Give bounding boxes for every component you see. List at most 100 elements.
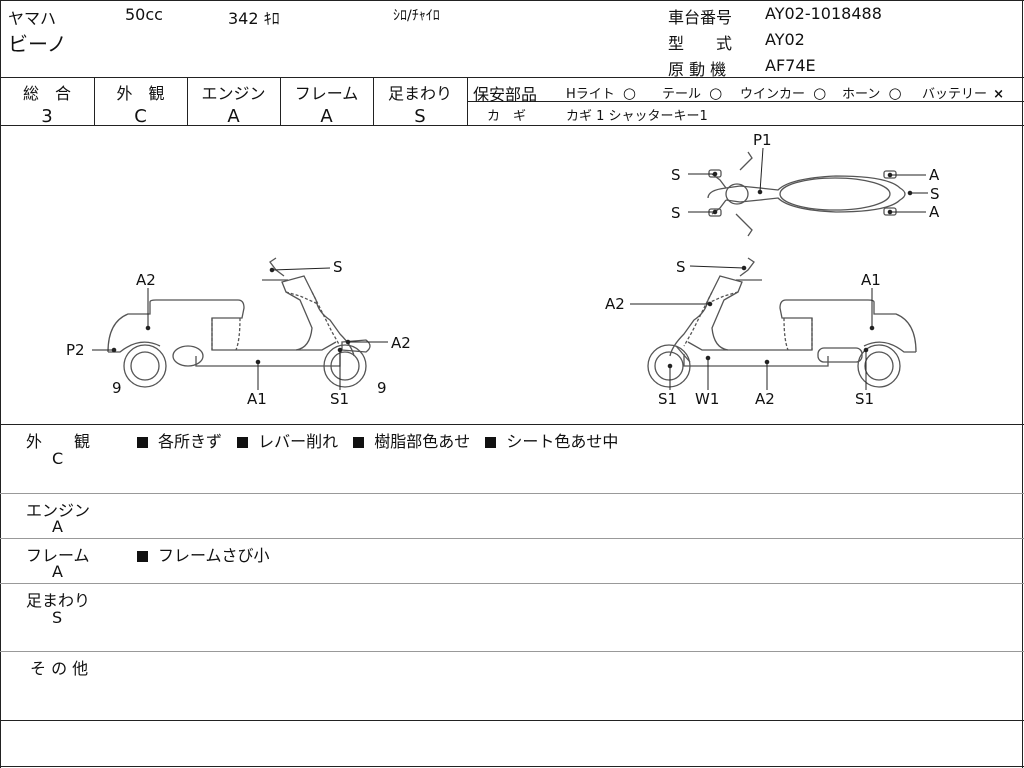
remark-label: フレーム: [26, 546, 90, 565]
diagram-label: A1: [247, 390, 267, 408]
grade-overall: 総 合 3: [0, 80, 94, 127]
bullet-icon: [137, 551, 148, 562]
divider: [373, 77, 374, 125]
remark-item: フレームさび小: [158, 546, 270, 565]
type-value: AY02: [765, 30, 805, 49]
remark-item: レバー削れ: [258, 432, 339, 451]
diagram-label: 9: [112, 379, 122, 397]
grade-value: A: [320, 106, 333, 127]
border-right: [1022, 0, 1023, 768]
diagram-label: S: [671, 166, 681, 184]
grade-engine: エンジン A: [187, 80, 280, 127]
scooter-diagram: A2 S P2 A2 9 A1 S1 9 S A1 A2 S1 W1 A2 S1…: [66, 131, 940, 408]
safety-item: Hライト ○: [566, 83, 636, 102]
remark-item: 樹脂部色あせ: [374, 432, 471, 451]
divider: [0, 424, 1024, 425]
remark-grade: A: [52, 517, 63, 536]
border-bottom: [0, 766, 1024, 767]
grade-label: フレーム: [294, 84, 359, 103]
diagram-label: A: [929, 203, 940, 221]
border-top: [0, 0, 1024, 1]
remark-label: 外 観: [26, 432, 91, 451]
divider: [280, 77, 281, 125]
grade-label: エンジン: [201, 84, 266, 103]
maker: ヤマハ: [8, 9, 57, 28]
diagram-label: S: [333, 258, 343, 276]
remark-items: フレームさび小: [137, 542, 270, 566]
safety-item-name: Hライト: [566, 87, 615, 102]
diagram-label: S1: [658, 390, 677, 408]
bullet-icon: [485, 437, 497, 448]
key-value: カギ 1 シャッターキー1: [566, 109, 708, 124]
safety-item-name: ウインカー: [740, 87, 806, 102]
engine-label: 原 動 機: [668, 60, 727, 79]
remark-item: 各所きず: [158, 432, 223, 451]
divider: [0, 720, 1024, 721]
grade-frame: フレーム A: [280, 80, 373, 127]
divider: [0, 538, 1024, 539]
diagram-label: S1: [855, 390, 874, 408]
mileage: 342 ｷﾛ: [228, 9, 280, 28]
divider: [94, 77, 95, 125]
status-mark: ○: [622, 84, 637, 102]
divider: [0, 583, 1024, 584]
grade-label: 外 観: [116, 84, 165, 103]
divider: [467, 101, 1024, 102]
grade-value: A: [227, 106, 240, 127]
grade-value: S: [414, 106, 426, 127]
remark-grade: A: [52, 562, 63, 581]
divider: [0, 651, 1024, 652]
grade-suspension: 足まわり S: [373, 80, 467, 127]
divider: [467, 77, 468, 125]
grade-value: C: [134, 106, 147, 127]
safety-item: ウインカー ○: [740, 83, 826, 102]
bullet-icon: [137, 437, 148, 448]
diagram-label: A: [929, 166, 940, 184]
diagram-label: A1: [861, 271, 881, 289]
diagram-label: W1: [695, 390, 719, 408]
grade-exterior: 外 観 C: [94, 80, 187, 127]
bullet-icon: [353, 437, 365, 448]
diagram-label: 9: [377, 379, 387, 397]
diagram-label: A2: [755, 390, 775, 408]
remark-label: エンジン: [26, 501, 91, 520]
key-label: カ ギ: [487, 109, 527, 124]
remark-item: シート色あせ中: [506, 432, 619, 451]
engine-cc: 50cc: [125, 5, 163, 24]
divider: [187, 77, 188, 125]
bullet-icon: [237, 437, 249, 448]
status-mark: ×: [993, 87, 1005, 102]
diagram-label: A2: [136, 271, 156, 289]
diagram-label: S: [676, 258, 686, 276]
diagram-label: S: [930, 185, 940, 203]
diagram-label: P1: [753, 131, 772, 149]
color: ｼﾛ/ﾁｬｲﾛ: [393, 8, 440, 24]
remark-items: 各所きず レバー削れ 樹脂部色あせ シート色あせ中: [137, 428, 618, 452]
safety-item: テール ○: [662, 83, 722, 102]
safety-item-name: バッテリー: [922, 87, 988, 102]
status-mark: ○: [888, 84, 902, 102]
model-name: ビーノ: [8, 32, 67, 56]
diagram-label: A2: [605, 295, 625, 313]
remark-grade: S: [52, 608, 63, 627]
divider: [0, 77, 1024, 78]
grade-value: 3: [41, 106, 53, 127]
engine-value: AF74E: [765, 56, 816, 75]
grade-label: 足まわり: [387, 84, 452, 103]
status-mark: ○: [709, 84, 723, 102]
divider: [0, 125, 1024, 126]
safety-item: バッテリー ×: [922, 83, 1004, 102]
safety-item-name: テール: [662, 87, 702, 102]
grade-label: 総 合: [22, 84, 71, 103]
safety-item-name: ホーン: [842, 87, 881, 102]
diagram-label: S: [671, 204, 681, 222]
border-left: [0, 0, 1, 768]
safety-item: ホーン ○: [842, 83, 902, 102]
remark-grade: C: [52, 449, 64, 468]
remark-label: そ の 他: [30, 659, 89, 678]
type-label: 型 式: [668, 34, 733, 53]
frame-no: AY02-1018488: [765, 4, 882, 23]
frame-no-label: 車台番号: [668, 8, 733, 27]
divider: [0, 493, 1024, 494]
diagram-label: S1: [330, 390, 349, 408]
